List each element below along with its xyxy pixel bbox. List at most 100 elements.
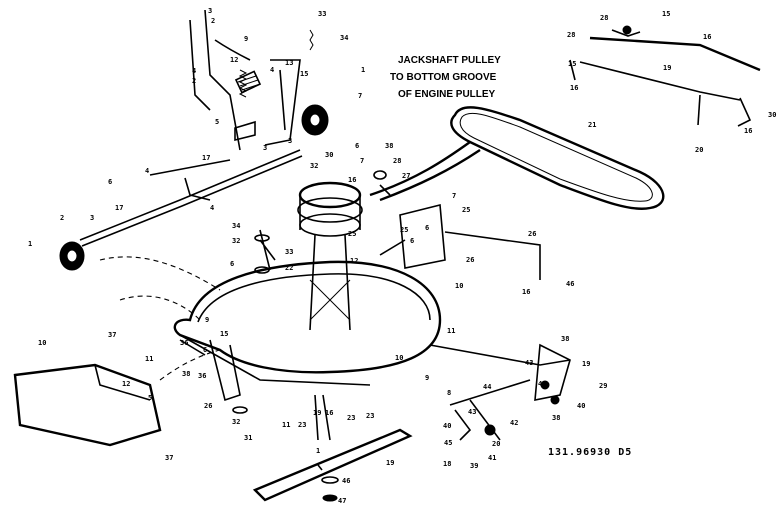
callout: 15 [220,330,228,338]
handle-brackets [189,9,314,151]
callout: 10 [38,339,46,347]
blade-hardware [321,476,339,502]
callout: 46 [566,280,574,288]
callout: 5 [215,118,219,126]
callout: 30 [325,151,333,159]
callout: 1 [316,447,320,455]
callout: 16 [570,84,578,92]
callout: 23 [347,414,355,422]
callout: 1 [28,240,32,248]
callout: 25 [462,206,470,214]
callout: 13 [285,59,293,67]
callout: 44 [483,383,491,391]
note-line-3: OF ENGINE PULLEY [398,89,496,100]
callout: 11 [145,355,153,363]
callout: 46 [342,477,350,485]
callout: 34 [340,34,348,42]
callout: 12 [350,257,358,265]
discharge-chute [13,363,162,447]
callout: 23 [298,421,306,429]
callout: 10 [455,282,463,290]
callout: 28 [567,31,575,39]
callout: 6 [230,260,234,268]
callout: 6 [355,142,359,150]
callout: 3 [288,137,292,145]
callout: 18 [443,460,451,468]
belt-routing-note: JACKSHAFT PULLEY TO BOTTOM GROOVE OF ENG… [390,55,501,100]
callout: 38 [385,142,393,150]
callout: 43 [525,359,533,367]
callout: 7 [360,157,364,165]
callout: 21 [588,121,596,129]
hardware-fasteners [232,70,391,414]
callout: 11 [282,421,290,429]
callout: 37 [108,331,116,339]
callout: 33 [285,248,293,256]
callout: 15 [662,10,670,18]
callout: 30 [768,111,776,119]
callout: 16 [522,288,530,296]
callout: 20 [492,440,500,448]
callout: 23 [366,412,374,420]
callout: 5 [148,394,152,402]
callout: 38 [561,335,569,343]
callout: 3 [263,144,267,152]
callout: 4 [145,167,149,175]
callout: 26 [466,256,474,264]
height-adjuster [429,343,571,441]
callout: 33 [318,10,326,18]
callout: 22 [285,264,293,272]
callout: 4 [192,67,196,75]
callout: 16 [325,409,333,417]
callout: 15 [300,70,308,78]
callout: 2 [60,214,64,222]
callout: 3 [208,7,212,15]
callout: 2 [211,17,215,25]
callout: 27 [402,172,410,180]
callout: 19 [582,360,590,368]
callout: 36 [198,372,206,380]
callout: 31 [244,434,252,442]
callout: 6 [203,346,207,354]
callout: 16 [744,127,752,135]
callout: 17 [115,204,123,212]
note-line-1: JACKSHAFT PULLEY [398,55,501,66]
callout: 40 [443,422,451,430]
callout: 32 [232,237,240,245]
callout: 34 [232,222,240,230]
callout: 20 [695,146,703,154]
mower-deck [99,256,442,386]
callout: 37 [165,454,173,462]
chute-hinge [179,339,241,402]
callout: 28 [600,14,608,22]
jackshaft-spindle [259,181,363,331]
rear-axle [79,149,303,247]
callout: 9 [205,316,209,324]
callout: 12 [230,56,238,64]
callout: 9 [244,35,248,43]
callout: 40 [577,402,585,410]
callout: 28 [393,157,401,165]
callout: 19 [663,64,671,72]
callout: 11 [447,327,455,335]
callout: 26 [204,402,212,410]
callout: 47 [338,497,346,505]
left-wheel [59,241,85,271]
callout: 32 [232,418,240,426]
callout: 16 [703,33,711,41]
callout: 6 [425,224,429,232]
callout: 38 [182,370,190,378]
callout: 4 [210,204,214,212]
callout: 43 [468,408,476,416]
callout: 39 [470,462,478,470]
callout: 25 [348,230,356,238]
callout: 16 [348,176,356,184]
callout: 7 [452,192,456,200]
callout: 2 [192,77,196,85]
note-line-2: TO BOTTOM GROOVE [390,72,497,83]
diagram-part-number: 131.96930 D5 [548,447,632,458]
idler-bracket [379,203,541,280]
callout: 42 [510,419,518,427]
callout: 15 [568,60,576,68]
